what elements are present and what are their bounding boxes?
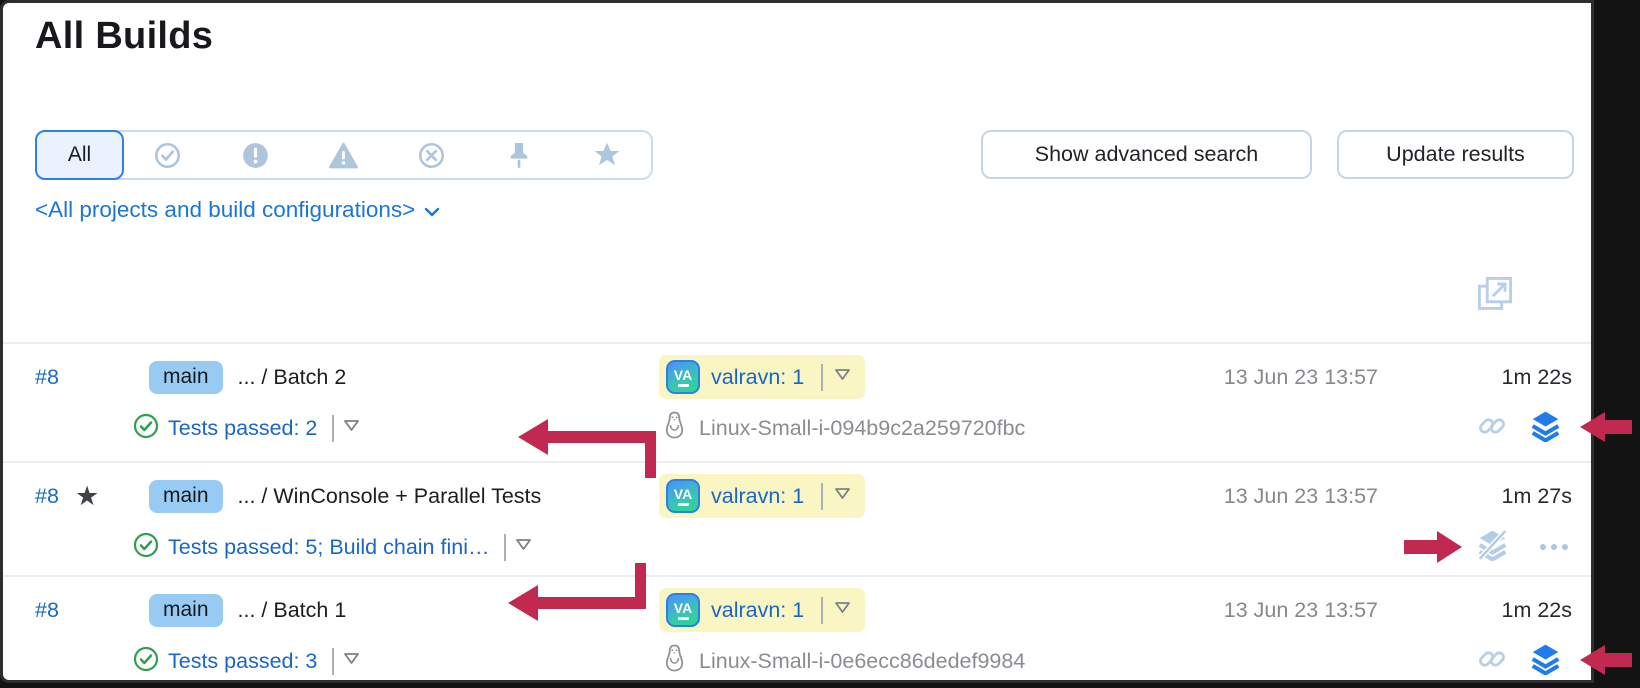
separator xyxy=(821,482,824,510)
agent-pool-chip: VA valravn: 1 xyxy=(659,474,866,518)
agent-host: Linux-Small-i-0e6ecc86dedef9984 xyxy=(663,639,1025,683)
build-state-filterbar: All xyxy=(35,130,653,180)
update-results-label: Update results xyxy=(1386,142,1525,166)
expand-status-icon[interactable] xyxy=(343,419,360,437)
page-title: All Builds xyxy=(35,15,214,57)
filter-canceled-tab[interactable] xyxy=(387,132,475,178)
scope-selector[interactable]: <All projects and build configurations> xyxy=(35,197,440,223)
more-actions-icon[interactable] xyxy=(1540,544,1568,550)
expand-agent-icon[interactable] xyxy=(834,601,851,619)
build-chain-layers-icon[interactable] xyxy=(1530,643,1561,680)
build-start-time: 13 Jun 23 13:57 xyxy=(1223,483,1378,508)
tests-passed-link[interactable]: Tests passed: 2 xyxy=(168,415,318,440)
update-results-button[interactable]: Update results xyxy=(1337,130,1574,179)
build-row-batch2: #8 main ... / Batch 2 Tests passed: 2 VA… xyxy=(3,342,1591,461)
show-advanced-search-label: Show advanced search xyxy=(1034,142,1259,166)
annotation-arrow-batch2 xyxy=(518,419,656,478)
tests-passed-link[interactable]: Tests passed: 5; Build chain fini… xyxy=(168,534,490,559)
open-in-separate-page-icon[interactable] xyxy=(1475,274,1515,319)
build-duration: 1m 22s xyxy=(1501,364,1572,389)
build-status: Tests passed: 2 xyxy=(133,406,360,450)
expand-agent-icon[interactable] xyxy=(834,487,851,505)
build-title: main ... / Batch 2 xyxy=(149,355,346,399)
pin-icon xyxy=(506,142,532,169)
build-start-time: 13 Jun 23 13:57 xyxy=(1223,364,1378,389)
row-action-icons xyxy=(1477,406,1561,450)
annotation-arrow-row3-chain xyxy=(1580,645,1632,675)
starred-build-icon[interactable]: ★ xyxy=(75,480,100,511)
tests-passed-link[interactable]: Tests passed: 3 xyxy=(168,648,318,673)
expand-agent-icon[interactable] xyxy=(834,368,851,386)
branch-badge[interactable]: main xyxy=(149,479,223,513)
build-status: Tests passed: 5; Build chain fini… xyxy=(133,525,532,569)
filter-pinned-tab[interactable] xyxy=(475,132,563,178)
separator xyxy=(332,414,335,442)
show-advanced-search-button[interactable]: Show advanced search xyxy=(981,130,1312,179)
success-check-icon xyxy=(133,646,159,677)
build-status: Tests passed: 3 xyxy=(133,639,360,683)
warning-triangle-icon xyxy=(329,142,359,169)
filter-all-tab[interactable]: All xyxy=(35,130,124,180)
agent-pool-chip: VA valravn: 1 xyxy=(659,588,866,632)
agent-pool-chip: VA valravn: 1 xyxy=(659,355,866,399)
filter-failed-tab[interactable] xyxy=(212,132,300,178)
build-number-link[interactable]: #8 xyxy=(35,364,59,389)
agent-pool-link[interactable]: valravn: 1 xyxy=(711,597,805,622)
annotation-arrow-batch1 xyxy=(508,563,646,621)
chevron-down-icon xyxy=(424,197,440,223)
annotation-arrow-row2-collapse xyxy=(1404,531,1462,563)
row-action-icons xyxy=(1477,525,1568,569)
scope-selector-label: <All projects and build configurations> xyxy=(35,197,416,222)
filter-all-label: All xyxy=(67,143,92,166)
expand-status-icon[interactable] xyxy=(343,652,360,670)
exclamation-circle-icon xyxy=(242,142,269,169)
success-check-icon xyxy=(133,413,159,444)
valravn-agent-icon: VA xyxy=(666,360,700,394)
annotation-arrow-row1-chain xyxy=(1580,412,1632,442)
branch-badge[interactable]: main xyxy=(149,360,223,394)
all-builds-panel: All Builds All xyxy=(0,0,1594,683)
filter-successful-tab[interactable] xyxy=(124,132,212,178)
branch-badge[interactable]: main xyxy=(149,593,223,627)
check-circle-icon xyxy=(154,142,181,169)
filter-warning-tab[interactable] xyxy=(300,132,388,178)
build-config-path: ... / Batch 2 xyxy=(237,364,347,389)
agent-host: Linux-Small-i-094b9c2a259720fbc xyxy=(663,406,1025,450)
expand-status-icon[interactable] xyxy=(515,538,532,556)
linux-penguin-icon xyxy=(663,644,686,678)
build-duration: 1m 22s xyxy=(1501,597,1572,622)
build-chain-collapsed-icon[interactable] xyxy=(1477,528,1508,566)
x-circle-icon xyxy=(418,142,445,169)
row-action-icons xyxy=(1477,639,1561,683)
build-title: main ... / Batch 1 xyxy=(149,588,346,632)
build-number-link[interactable]: #8 xyxy=(35,597,59,622)
separator xyxy=(821,596,824,624)
separator xyxy=(332,647,335,675)
build-config-path: ... / WinConsole + Parallel Tests xyxy=(237,483,542,508)
valravn-agent-icon: VA xyxy=(666,479,700,513)
chain-link-icon[interactable] xyxy=(1477,644,1507,679)
build-row-winconsole: #8 ★ main ... / WinConsole + Parallel Te… xyxy=(3,461,1591,575)
build-duration: 1m 27s xyxy=(1501,483,1572,508)
agent-pool-link[interactable]: valravn: 1 xyxy=(711,483,805,508)
build-chain-layers-icon[interactable] xyxy=(1530,410,1561,447)
agent-host-name: Linux-Small-i-094b9c2a259720fbc xyxy=(699,415,1026,440)
chain-link-icon[interactable] xyxy=(1477,411,1507,446)
agent-pool-link[interactable]: valravn: 1 xyxy=(711,364,805,389)
valravn-agent-icon: VA xyxy=(666,593,700,627)
success-check-icon xyxy=(133,532,159,563)
build-title: main ... / WinConsole + Parallel Tests xyxy=(149,474,541,518)
separator xyxy=(504,533,507,561)
build-start-time: 13 Jun 23 13:57 xyxy=(1223,597,1378,622)
agent-host-name: Linux-Small-i-0e6ecc86dedef9984 xyxy=(699,648,1026,673)
build-number-link[interactable]: #8 xyxy=(35,483,59,508)
star-filter-icon xyxy=(593,141,621,169)
build-row-batch1: #8 main ... / Batch 1 Tests passed: 3 VA… xyxy=(3,575,1591,683)
linux-penguin-icon xyxy=(663,411,686,445)
build-config-path: ... / Batch 1 xyxy=(237,597,347,622)
separator xyxy=(821,363,824,391)
filter-starred-tab[interactable] xyxy=(563,132,651,178)
